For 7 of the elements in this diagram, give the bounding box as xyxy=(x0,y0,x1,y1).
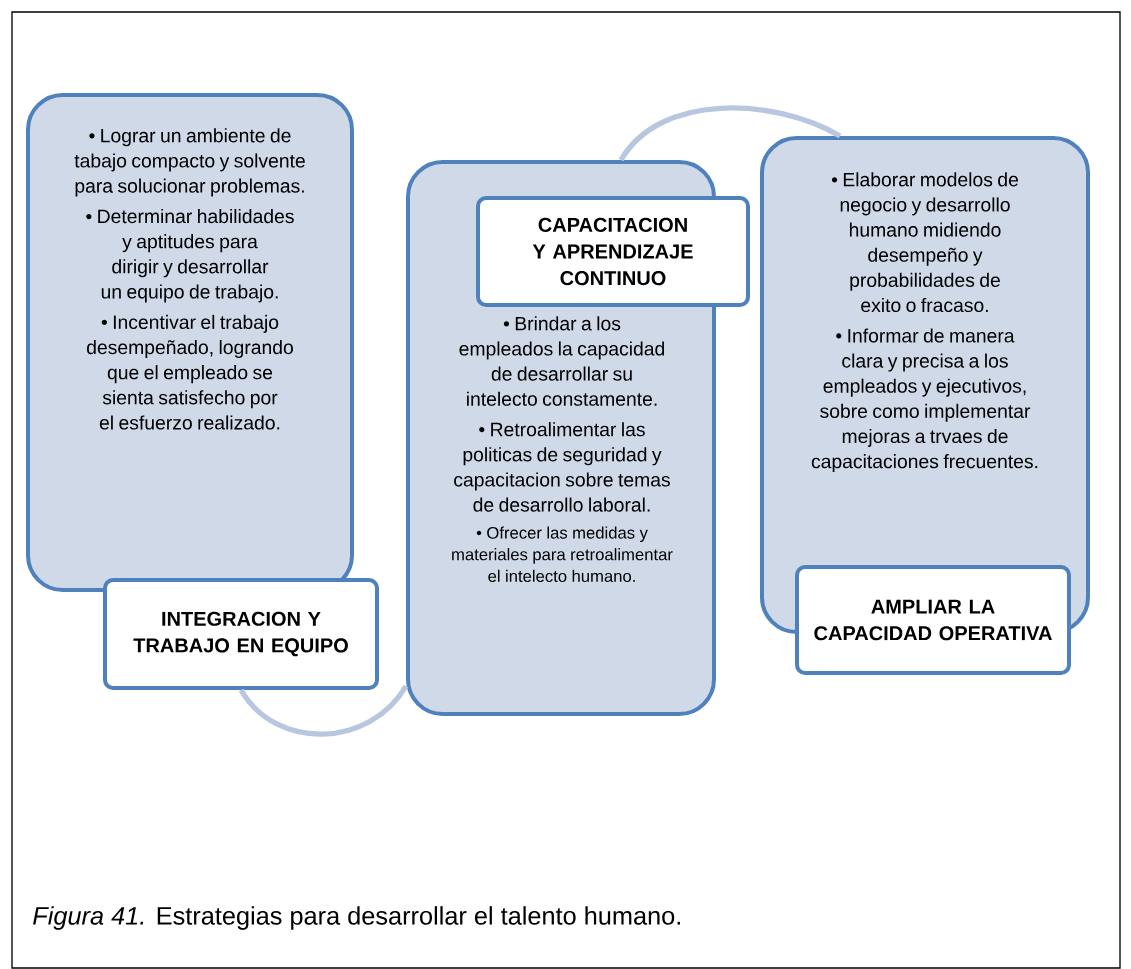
caption: Figura 41. Estrategias para desarrollar el talento humano. xyxy=(33,906,680,930)
heading-box: CAPACITACION Y APRENDIZAJE CONTINUO xyxy=(476,196,750,307)
heading-box: AMPLIAR LA CAPACIDAD OPERATIVA xyxy=(795,565,1071,675)
heading-box: INTEGRACION Y TRABAJO EN EQUIPO xyxy=(103,578,379,690)
text-panel: • Lograr un ambiente de tabajo compacto y solvente para solucionar problemas. • Determinar habilidades y aptitudes para dirigir y desarrollar un equipo de trabajo. • Incentivar el trabajo desempeñado, logrando que el empleado se sienta satisfecho por el esfuerzo realizado. xyxy=(26,93,354,592)
connector-arc xyxy=(618,105,842,162)
connector-arc xyxy=(238,684,409,737)
